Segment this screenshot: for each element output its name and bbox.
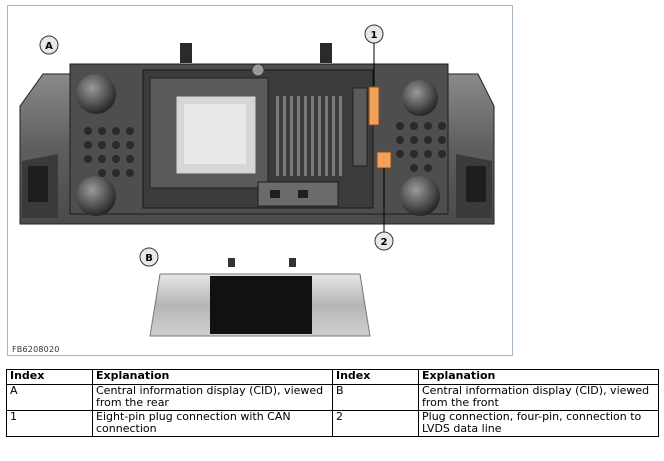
callout-a-label: A	[45, 41, 53, 52]
table-row: A Central information display (CID), vie…	[6, 384, 659, 411]
legend-header-row: Index Explanation Index Explanation	[6, 369, 659, 385]
cid-screen	[210, 276, 312, 334]
header-explanation: Explanation	[92, 369, 333, 385]
heat-sink-fins	[276, 96, 342, 176]
header-index: Index	[332, 369, 419, 385]
callout-1: 1	[364, 24, 384, 44]
cid-rear-view	[19, 43, 495, 232]
cid-illustration: A B 1 2	[19, 24, 495, 337]
explanation-cell: Central information display (CID), viewe…	[92, 384, 333, 411]
callout-b-label: B	[145, 253, 153, 264]
explanation-cell: Eight-pin plug connection with CAN conne…	[92, 410, 333, 437]
index-cell: A	[6, 384, 93, 411]
callout-b: B	[139, 247, 159, 267]
callout-a: A	[39, 35, 59, 55]
connector-2	[376, 151, 392, 169]
header-explanation: Explanation	[418, 369, 659, 385]
header-index: Index	[6, 369, 93, 385]
callout-1-label: 1	[371, 30, 378, 41]
legend-table: Index Explanation Index Explanation A Ce…	[6, 369, 659, 437]
cid-front-view	[149, 258, 371, 337]
index-cell: 2	[332, 410, 419, 437]
connector-1	[368, 86, 380, 126]
index-cell: B	[332, 384, 419, 411]
table-row: 1 Eight-pin plug connection with CAN con…	[6, 410, 659, 437]
figure-panel: A B 1 2 FB6208020	[7, 5, 513, 356]
callout-2-label: 2	[381, 237, 388, 248]
callout-2: 2	[374, 231, 394, 251]
explanation-cell: Central information display (CID), viewe…	[418, 384, 659, 411]
figure-id-label: FB6208020	[12, 345, 60, 354]
index-cell: 1	[6, 410, 93, 437]
explanation-cell: Plug connection, four-pin, connection to…	[418, 410, 659, 437]
